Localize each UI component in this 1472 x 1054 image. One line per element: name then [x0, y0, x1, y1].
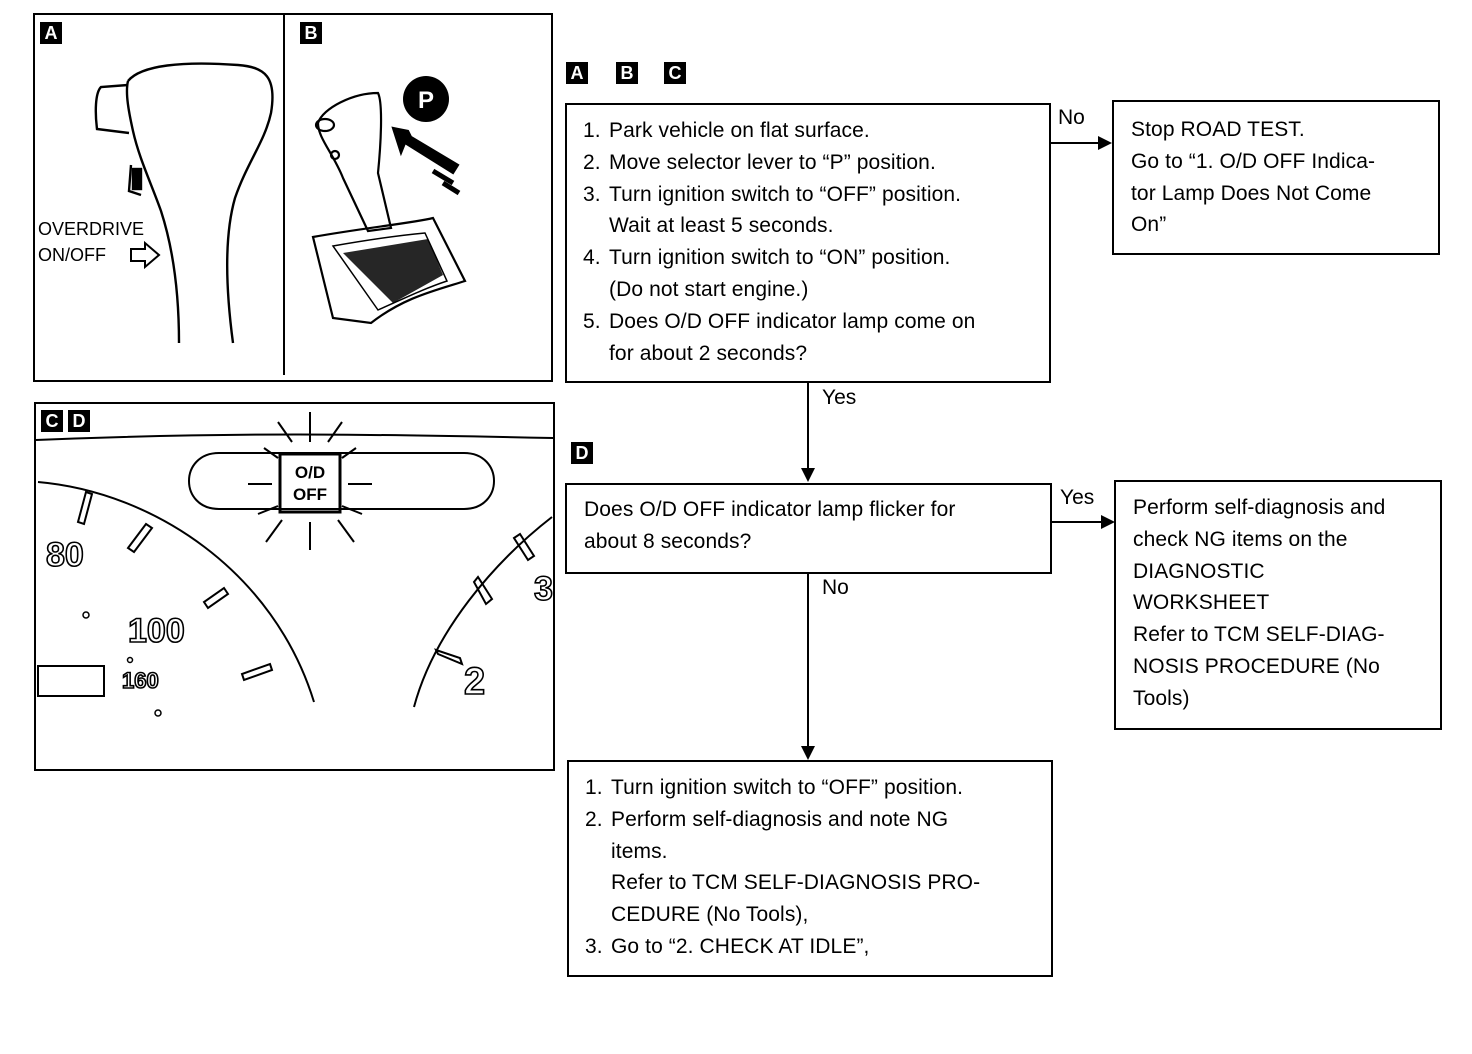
- stop-road-test-box: Stop ROAD TEST. Go to “1. O/D OFF Indica…: [1112, 100, 1440, 255]
- illustration-panel-cd: 80 100 160 2 3 O/D OFF C D: [34, 402, 555, 772]
- illustration-panel-ab: P A B OVERDRIVE ON/OFF: [33, 13, 553, 383]
- stop-box-line: On”: [1131, 213, 1167, 237]
- step3-item: 1.Turn ignition switch to “OFF” position…: [585, 776, 964, 799]
- step3-item: Refer to TCM SELF-DIAGNOSIS PRO-: [611, 871, 981, 895]
- tag-d-illustration: D: [68, 410, 90, 432]
- perform-box-line: Perform self-diagnosis and: [1133, 496, 1386, 519]
- step1-item: 1.Park vehicle on flat surface.: [583, 119, 870, 142]
- step2-box: Does O/D OFF indicator lamp flicker for …: [565, 483, 1052, 574]
- overdrive-label-line2: ON/OFF: [38, 245, 106, 265]
- speed-100-label: 100: [128, 612, 185, 650]
- flow-tag-c: C: [664, 62, 686, 84]
- tag-a: A: [40, 22, 62, 44]
- speed-160-label: 160: [122, 668, 159, 693]
- flow-tag-a: A: [566, 62, 588, 84]
- park-symbol-circle: [403, 76, 449, 122]
- step3-item: items.: [611, 839, 668, 863]
- overdrive-label-line1: OVERDRIVE: [38, 219, 145, 239]
- step1-item: 2.Move selector lever to “P” position.: [583, 150, 936, 174]
- perform-box-line: DIAGNOSTIC: [1133, 559, 1265, 583]
- step3-list: 1.Turn ignition switch to “OFF” position…: [585, 772, 1035, 963]
- overdrive-arrow-icon: [130, 240, 161, 270]
- perform-self-diagnosis-box: Perform self-diagnosis and check NG item…: [1114, 480, 1442, 730]
- step2-line: Does O/D OFF indicator lamp flicker for: [584, 498, 956, 521]
- perform-box-line: Tools): [1133, 686, 1190, 710]
- yes-label-2: Yes: [1060, 486, 1095, 509]
- shift-lever-drawings: P: [33, 13, 553, 382]
- rpm-3-label: 3: [534, 570, 553, 608]
- lamp-label-line2: OFF: [293, 485, 327, 504]
- flow-tag-b: B: [616, 62, 638, 84]
- park-symbol-letter: P: [418, 87, 434, 114]
- instrument-cluster-drawing: 80 100 160 2 3 O/D OFF: [34, 402, 555, 771]
- perform-box-line: Refer to TCM SELF-DIAG-: [1133, 623, 1385, 647]
- overdrive-label: OVERDRIVE ON/OFF: [38, 216, 144, 268]
- no-label-1: No: [1058, 106, 1085, 129]
- step3-item: 3.Go to “2. CHECK AT IDLE”,: [585, 934, 870, 958]
- step1-item: for about 2 seconds?: [609, 341, 808, 365]
- lamp-label-line1: O/D: [295, 463, 325, 482]
- tag-b: B: [300, 22, 322, 44]
- step3-item: CEDURE (No Tools),: [611, 903, 809, 927]
- tag-c: C: [41, 410, 63, 432]
- step1-item: 5.Does O/D OFF indicator lamp come on: [583, 309, 976, 333]
- yes-label-1: Yes: [822, 386, 857, 409]
- stop-box-line: Go to “1. O/D OFF Indica-: [1131, 149, 1376, 173]
- shift-knob-drawing: [94, 62, 274, 344]
- perform-box-line: check NG items on the: [1133, 527, 1348, 551]
- speed-80-label: 80: [46, 536, 84, 574]
- step2-line: about 8 seconds?: [584, 529, 752, 553]
- gate-lever-drawing: [311, 91, 467, 325]
- step1-item: Wait at least 5 seconds.: [609, 214, 834, 238]
- perform-box-line: NOSIS PROCEDURE (No: [1133, 654, 1380, 678]
- no-label-2: No: [822, 576, 849, 599]
- step3-box: 1.Turn ignition switch to “OFF” position…: [567, 760, 1053, 977]
- step1-item: (Do not start engine.): [609, 277, 809, 301]
- stop-box-line: Stop ROAD TEST.: [1131, 118, 1305, 141]
- stop-box-line: tor Lamp Does Not Come: [1131, 181, 1372, 205]
- rpm-2-label: 2: [464, 661, 485, 703]
- step1-box: 1.Park vehicle on flat surface. 2.Move s…: [565, 103, 1051, 383]
- perform-box-line: WORKSHEET: [1133, 591, 1270, 615]
- step3-item: 2.Perform self-diagnosis and note NG: [585, 807, 949, 831]
- flow-tag-d: D: [571, 442, 593, 464]
- step1-item: 3.Turn ignition switch to “OFF” position…: [583, 182, 962, 206]
- step1-list: 1.Park vehicle on flat surface. 2.Move s…: [583, 115, 1033, 369]
- step1-item: 4.Turn ignition switch to “ON” position.: [583, 246, 951, 270]
